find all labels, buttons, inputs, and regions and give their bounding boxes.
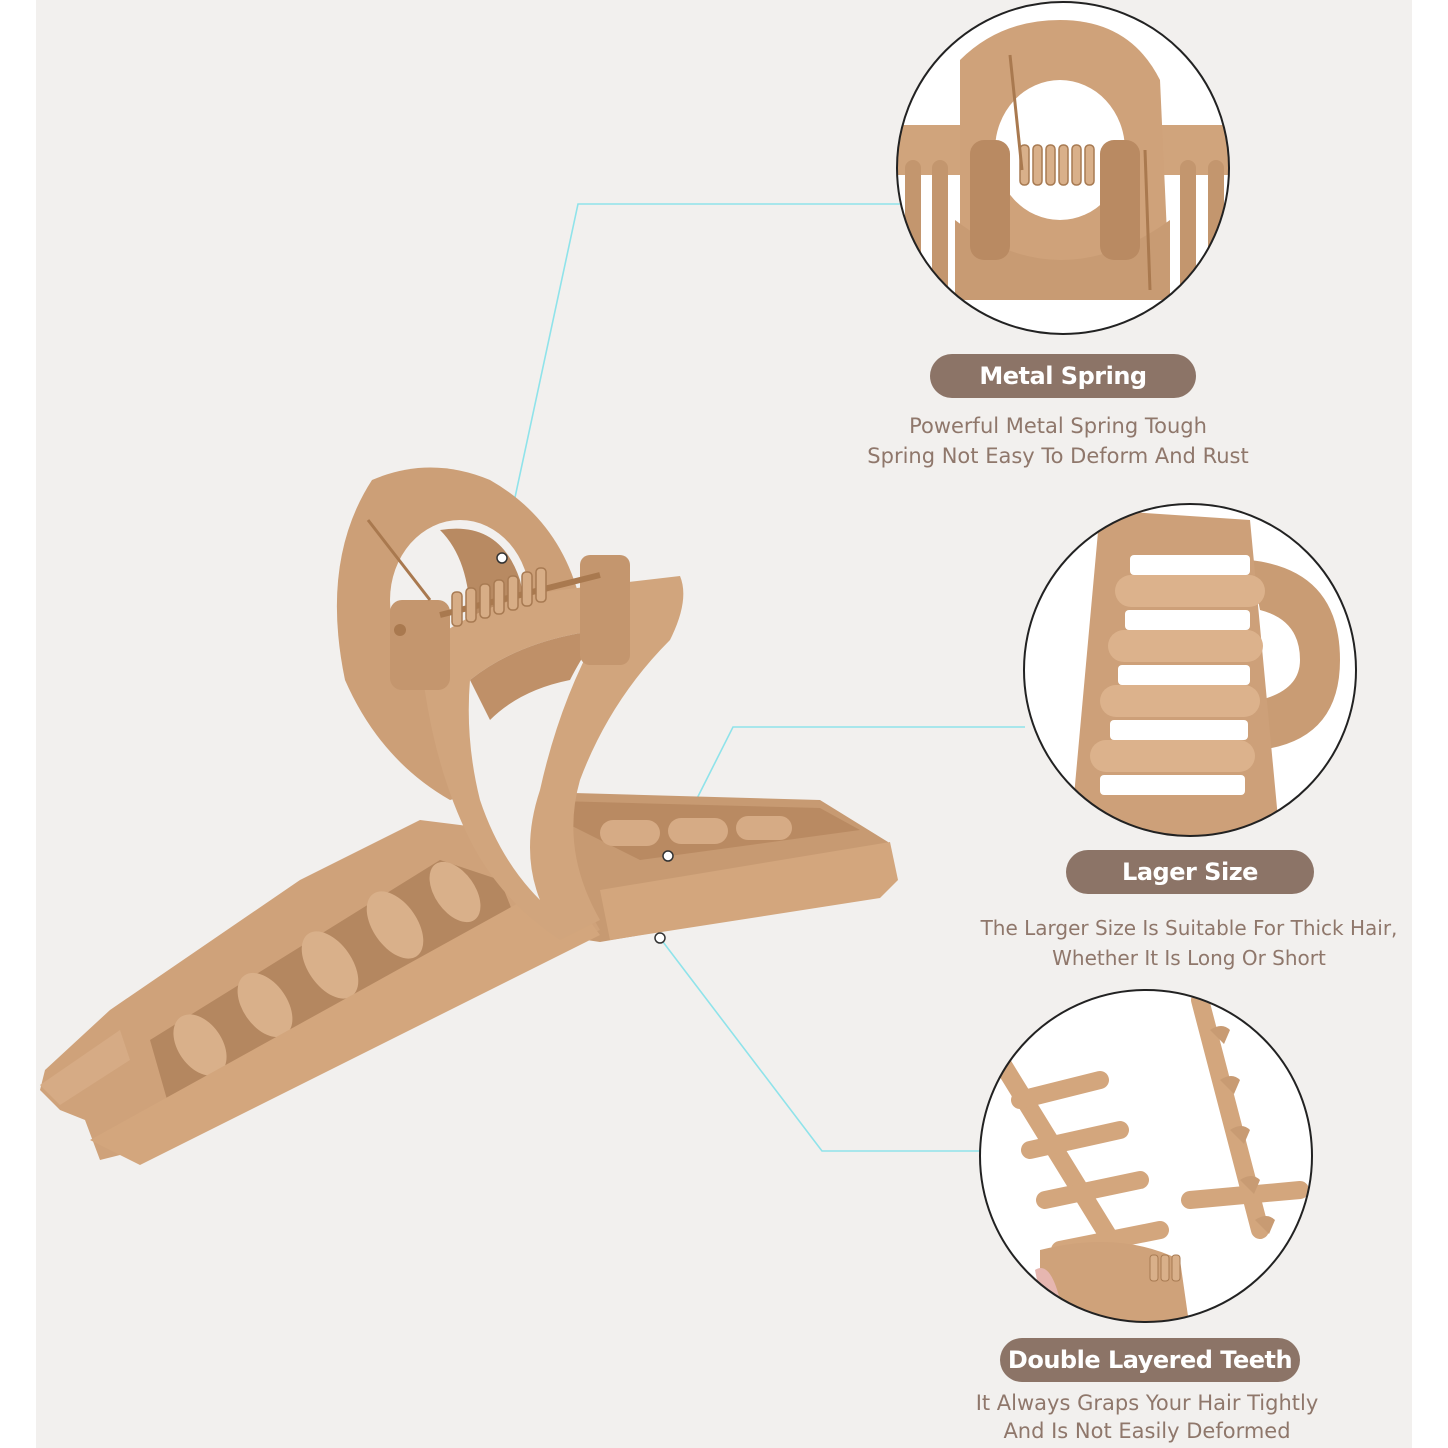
callout-dot-size bbox=[662, 850, 674, 862]
claw-front-handle bbox=[420, 576, 684, 940]
spring-mechanism bbox=[366, 519, 630, 690]
callout-dot-teeth bbox=[654, 932, 666, 944]
feature-desc-line: Whether It Is Long Or Short bbox=[1052, 946, 1326, 970]
feature-title-double-layered-teeth: Double Layered Teeth bbox=[1000, 1338, 1300, 1382]
feature-desc-line: Powerful Metal Spring Tough bbox=[909, 414, 1207, 438]
hair-claw-clip bbox=[40, 467, 898, 1165]
feature-desc-metal-spring: Powerful Metal Spring Tough Spring Not E… bbox=[830, 411, 1286, 471]
leader-line-spring bbox=[501, 203, 900, 559]
double-teeth-closeup-icon bbox=[979, 989, 1313, 1323]
feature-desc-double-layered-teeth: It Always Graps Your Hair Tightly And Is… bbox=[930, 1389, 1364, 1445]
feature-desc-line: Spring Not Easy To Deform And Rust bbox=[867, 444, 1249, 468]
callout-dot-spring bbox=[496, 552, 508, 564]
leader-line-teeth bbox=[659, 937, 980, 1152]
spring-closeup-icon bbox=[896, 1, 1230, 335]
feature-desc-lager-size: The Larger Size Is Suitable For Thick Ha… bbox=[950, 913, 1428, 973]
feature-title-lager-size: Lager Size bbox=[1066, 850, 1314, 894]
feature-title-metal-spring: Metal Spring bbox=[930, 354, 1196, 398]
feature-desc-line: It Always Graps Your Hair Tightly bbox=[975, 1391, 1319, 1415]
feature-desc-line: The Larger Size Is Suitable For Thick Ha… bbox=[980, 916, 1398, 940]
teeth-closeup-icon bbox=[1023, 503, 1357, 837]
feature-desc-line: And Is Not Easily Deformed bbox=[1003, 1419, 1291, 1443]
